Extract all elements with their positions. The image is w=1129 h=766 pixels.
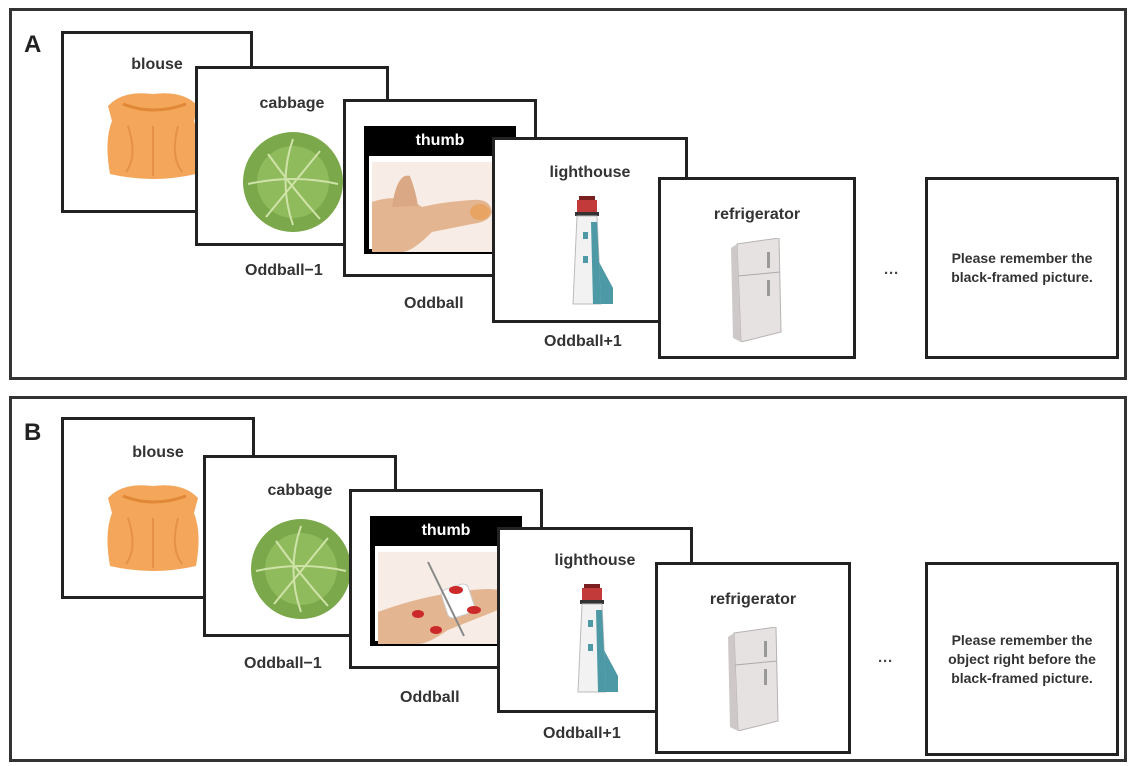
lighthouse-image xyxy=(577,584,618,693)
lighthouse-image xyxy=(572,196,613,305)
card-label-refrigerator: refrigerator xyxy=(713,206,801,223)
blouse-image xyxy=(107,93,199,179)
card-label-cabbage: cabbage xyxy=(267,482,333,499)
thumb-image xyxy=(372,162,512,252)
thumb-image xyxy=(378,552,518,644)
cabbage-image xyxy=(243,132,343,232)
card-label-lighthouse: lighthouse xyxy=(554,552,636,569)
refrigerator-image xyxy=(728,627,779,731)
refrigerator-image xyxy=(731,238,782,342)
ellipsis: ··· xyxy=(878,653,893,670)
card-label-blouse: blouse xyxy=(132,444,184,461)
card-cabbage: cabbage xyxy=(195,66,389,246)
card-refrigerator: refrigerator xyxy=(655,562,851,754)
panel-b: B blouse cabbage thumb xyxy=(9,396,1127,762)
panel-letter: A xyxy=(24,31,42,58)
panel-letter: B xyxy=(24,419,42,446)
instruction-text: Please remember the black-framed picture… xyxy=(951,250,1093,285)
card-label-lighthouse: lighthouse xyxy=(549,164,631,181)
card-label-refrigerator: refrigerator xyxy=(709,591,797,608)
caption-oddball-minus-1: Oddball−1 xyxy=(245,262,323,279)
blouse-image xyxy=(107,485,199,571)
card-label-blouse: blouse xyxy=(131,56,183,73)
card-refrigerator: refrigerator xyxy=(658,177,856,359)
caption-oddball-plus-1: Oddball+1 xyxy=(544,333,622,350)
panel-a: A blouse cabbage thumb lighthouse xyxy=(9,8,1127,380)
caption-oddball: Oddball xyxy=(400,689,460,706)
cabbage-image xyxy=(251,519,351,619)
ellipsis: ··· xyxy=(884,265,899,282)
caption-oddball: Oddball xyxy=(404,295,464,312)
instruction-card: Please remember the object right before … xyxy=(925,562,1119,756)
caption-oddball-plus-1: Oddball+1 xyxy=(543,725,621,742)
card-label-cabbage: cabbage xyxy=(259,95,325,112)
instruction-text: Please remember the object right before … xyxy=(948,631,1096,686)
card-label-thumb: thumb xyxy=(370,516,522,546)
card-label-thumb: thumb xyxy=(364,126,516,156)
caption-oddball-minus-1: Oddball−1 xyxy=(244,655,322,672)
instruction-card: Please remember the black-framed picture… xyxy=(925,177,1119,359)
